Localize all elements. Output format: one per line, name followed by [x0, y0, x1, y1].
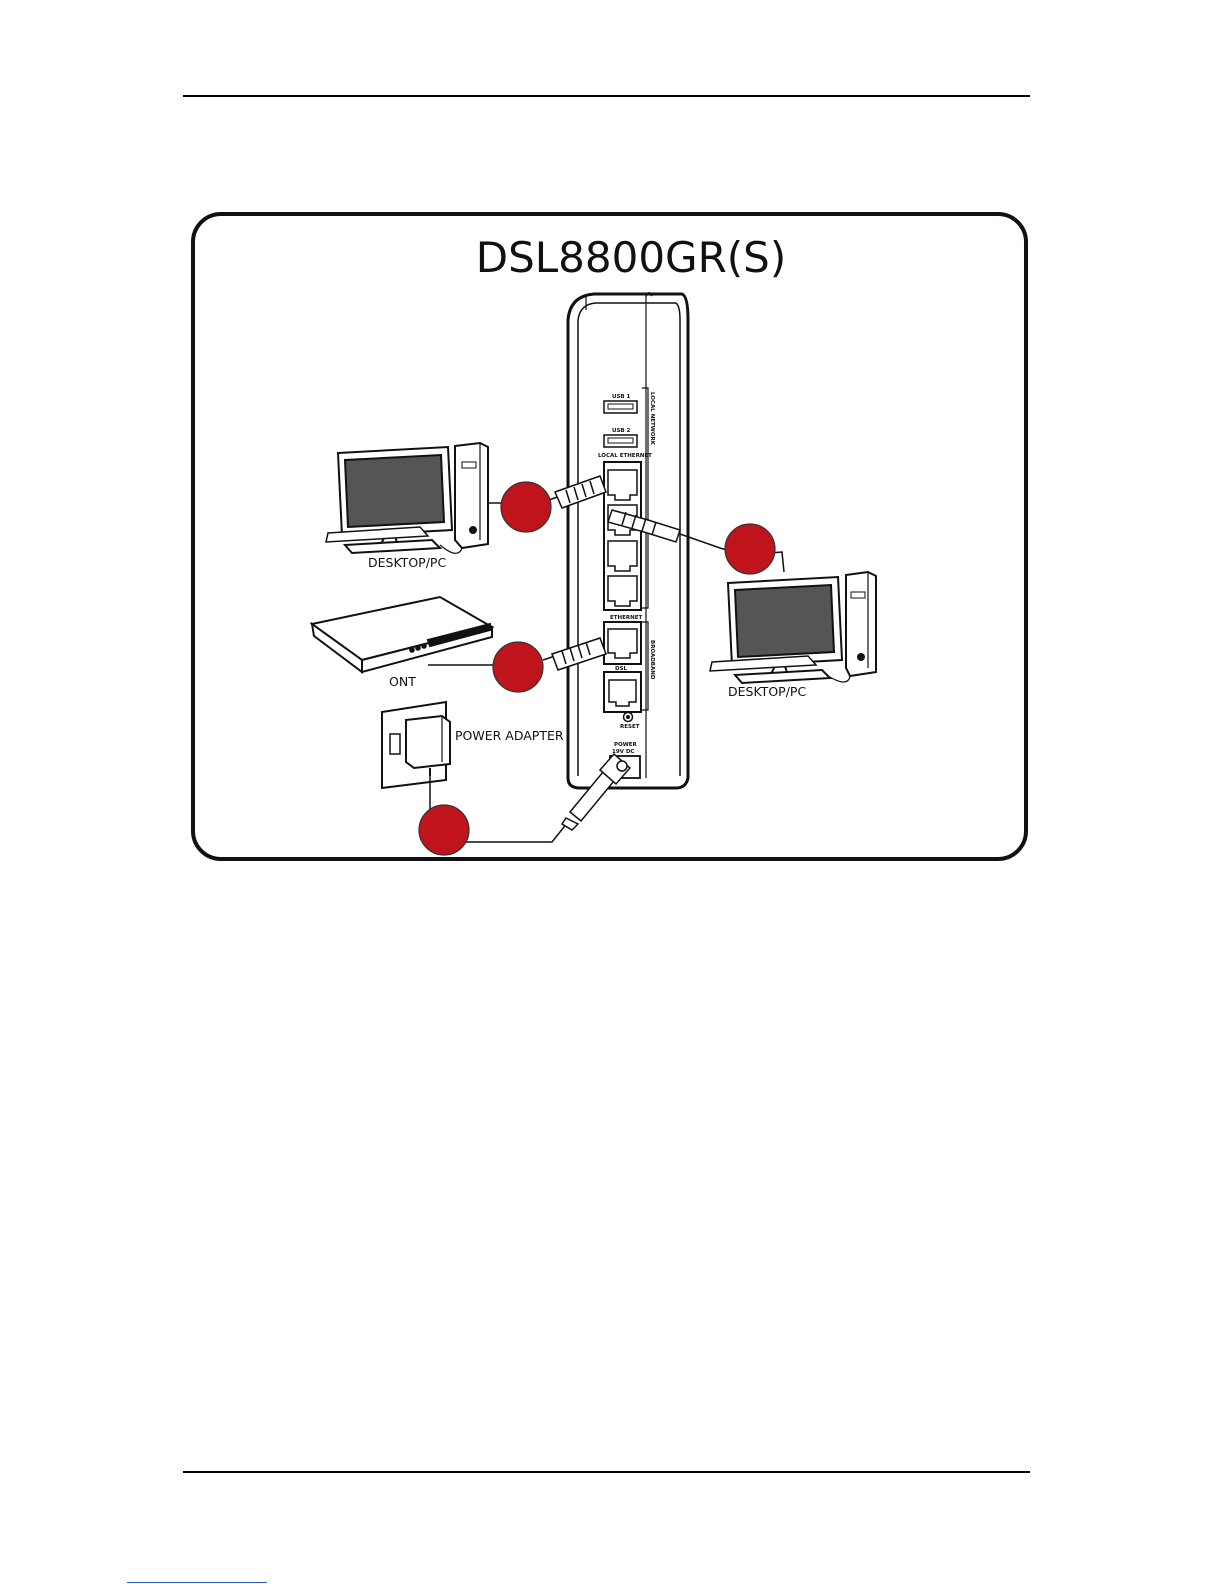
usb1-port [604, 401, 637, 413]
reset-label: RESET [620, 724, 640, 730]
power-adapter-label: POWER ADAPTER [455, 728, 564, 743]
voltage-label: 19V DC [612, 749, 634, 755]
usb2-port [604, 435, 637, 447]
ethernet-label: ETHERNET [610, 615, 642, 621]
local-network-label: LOCAL NETWORK [649, 392, 655, 446]
usb2-label: USB 2 [612, 428, 631, 434]
step-marker-1 [501, 482, 551, 532]
local-ethernet-label: LOCAL ETHERNET [598, 453, 652, 459]
ont-label: ONT [389, 674, 416, 689]
desktop-pc-right [710, 572, 876, 683]
usb1-label: USB 1 [612, 394, 631, 400]
step-marker-3 [493, 642, 543, 692]
step-marker-2 [725, 524, 775, 574]
desktop-right-label: DESKTOP/PC [728, 684, 806, 699]
power-adapter [382, 702, 450, 788]
power-label: POWER [614, 742, 638, 748]
desktop-pc-left [326, 443, 488, 553]
ethernet-port-block [604, 462, 641, 610]
broadband-label: BROADBAND [649, 640, 655, 680]
diagram-title: DSL8800GR(S) [476, 233, 786, 282]
desktop-left-label: DESKTOP/PC [368, 555, 446, 570]
step-marker-4 [419, 805, 469, 855]
footer-link-underline [127, 1582, 267, 1583]
footer-rule [183, 1471, 1030, 1473]
